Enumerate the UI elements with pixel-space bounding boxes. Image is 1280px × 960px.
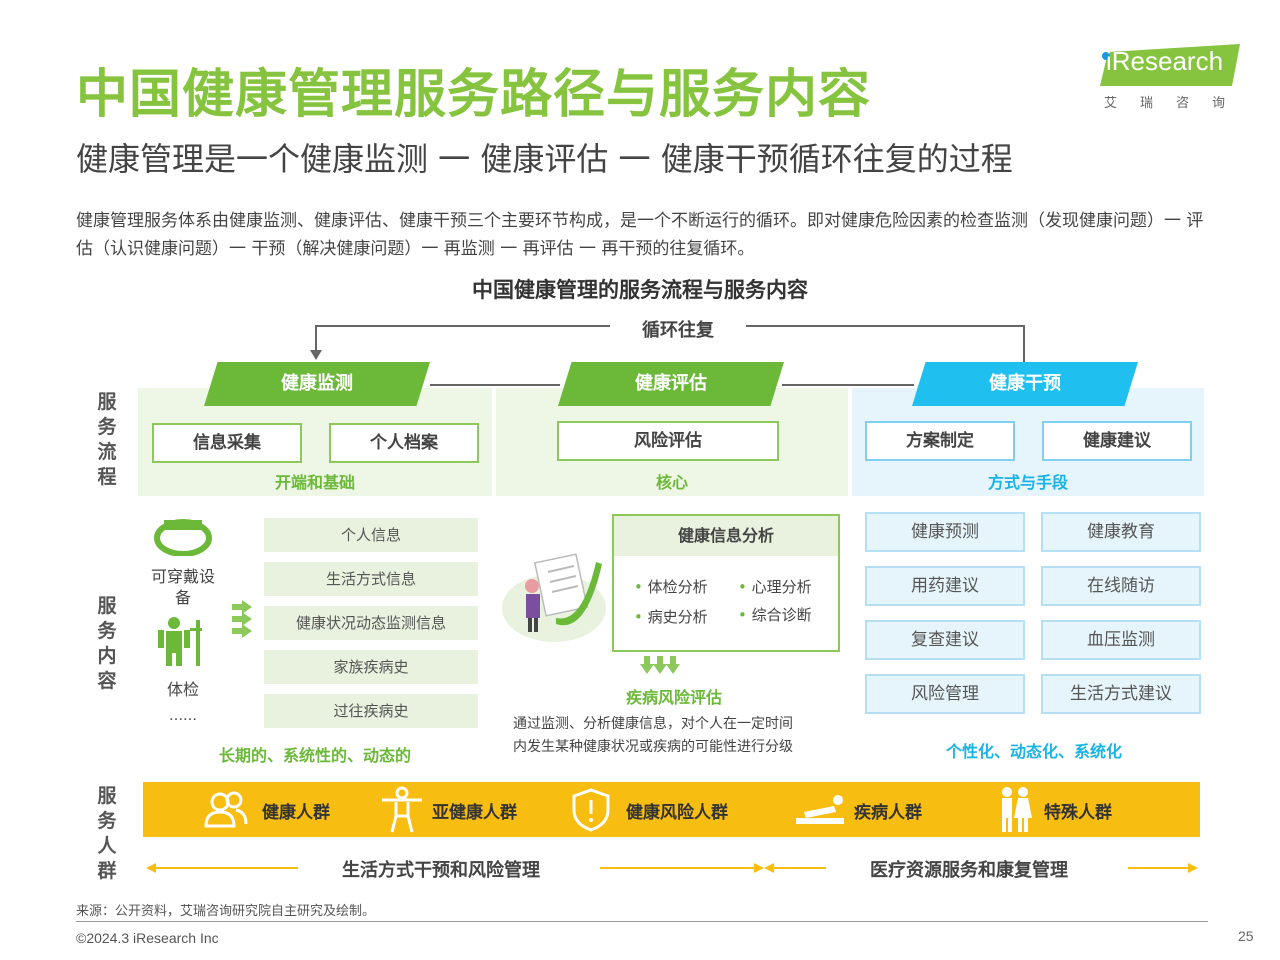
svc-item-recheck: 复查建议 xyxy=(865,620,1025,660)
exam-icon xyxy=(156,616,208,668)
patient-bed-icon xyxy=(794,792,846,828)
bullet-exam-analysis: • 体检分析 xyxy=(634,576,708,597)
tag-intervene-content: 个性化、动态化、系统化 xyxy=(852,738,1216,762)
pop-special: 特殊人群 xyxy=(1044,798,1112,823)
info-item-lifestyle: 生活方式信息 xyxy=(264,562,478,596)
risk-result-title: 疾病风险评估 xyxy=(596,684,752,708)
bullet-history-analysis: • 病史分析 xyxy=(634,606,708,627)
box-info-collection: 信息采集 xyxy=(152,423,302,463)
people-icon xyxy=(202,790,250,830)
pop-disease: 疾病人群 xyxy=(854,798,922,823)
tag-assess: 核心 xyxy=(496,469,848,493)
svc-item-lifestyle-advice: 生活方式建议 xyxy=(1041,674,1201,714)
analysis-illustration-icon xyxy=(498,548,610,644)
copyright: ©2024.3 iResearch Inc xyxy=(76,930,219,946)
bullet-comprehensive-diagnosis: • 综合诊断 xyxy=(738,604,812,625)
analysis-box-title: 健康信息分析 xyxy=(614,516,838,556)
side-label-content: 服务内容 xyxy=(95,594,119,694)
arrow-label-lifestyle: 生活方式干预和风险管理 xyxy=(330,856,552,882)
box-personal-file: 个人档案 xyxy=(329,423,479,463)
stage-head-monitor: 健康监测 xyxy=(204,362,430,406)
down-arrows-icon xyxy=(640,656,680,678)
svc-item-medication: 用药建议 xyxy=(865,566,1025,606)
info-item-past-history: 过往疾病史 xyxy=(264,694,478,728)
loop-label: 循环往复 xyxy=(610,316,746,342)
arrow-label-medical: 医疗资源服务和康复管理 xyxy=(858,856,1080,882)
shield-alert-icon xyxy=(572,788,610,832)
wearable-icon xyxy=(154,518,212,556)
right-arrows-icon xyxy=(230,600,256,642)
svc-item-followup: 在线随访 xyxy=(1041,566,1201,606)
svc-item-blood-pressure: 血压监测 xyxy=(1041,620,1201,660)
bullet-psych-analysis: • 心理分析 xyxy=(738,576,812,597)
footer-divider xyxy=(76,921,1208,922)
stretching-person-icon xyxy=(380,786,424,834)
info-item-family-history: 家族疾病史 xyxy=(264,650,478,684)
svc-item-risk-management: 风险管理 xyxy=(865,674,1025,714)
box-health-advice: 健康建议 xyxy=(1042,421,1192,461)
info-item-personal: 个人信息 xyxy=(264,518,478,552)
tag-monitor: 开端和基础 xyxy=(138,469,492,493)
box-plan: 方案制定 xyxy=(865,421,1015,461)
svc-item-prediction: 健康预测 xyxy=(865,512,1025,552)
ellipsis-label: …… xyxy=(150,708,216,724)
risk-result-desc-2: 内发生某种健康状况或疾病的可能性进行分级 xyxy=(513,736,793,756)
side-label-process: 服务流程 xyxy=(95,390,119,490)
device-label: 可穿戴设备 xyxy=(150,566,216,608)
exam-label: 体检 xyxy=(150,676,216,700)
tag-monitor-content: 长期的、系统性的、动态的 xyxy=(150,742,480,766)
stage-head-assess: 健康评估 xyxy=(558,362,784,406)
source-note: 来源：公开资料，艾瑞咨询研究院自主研究及绘制。 xyxy=(76,900,375,919)
stage-head-intervene: 健康干预 xyxy=(912,362,1138,406)
tag-intervene: 方式与手段 xyxy=(852,469,1204,493)
page-number: 25 xyxy=(1238,928,1254,944)
bottom-arrows xyxy=(0,858,1280,878)
pop-healthy: 健康人群 xyxy=(262,798,330,823)
svc-item-education: 健康教育 xyxy=(1041,512,1201,552)
pop-subhealthy: 亚健康人群 xyxy=(432,798,517,823)
box-risk-assess: 风险评估 xyxy=(557,421,779,461)
two-persons-icon xyxy=(998,786,1032,834)
risk-result-desc-1: 通过监测、分析健康信息，对个人在一定时间 xyxy=(513,713,793,733)
info-item-dynamic: 健康状况动态监测信息 xyxy=(264,606,478,640)
pop-risk: 健康风险人群 xyxy=(626,798,728,823)
